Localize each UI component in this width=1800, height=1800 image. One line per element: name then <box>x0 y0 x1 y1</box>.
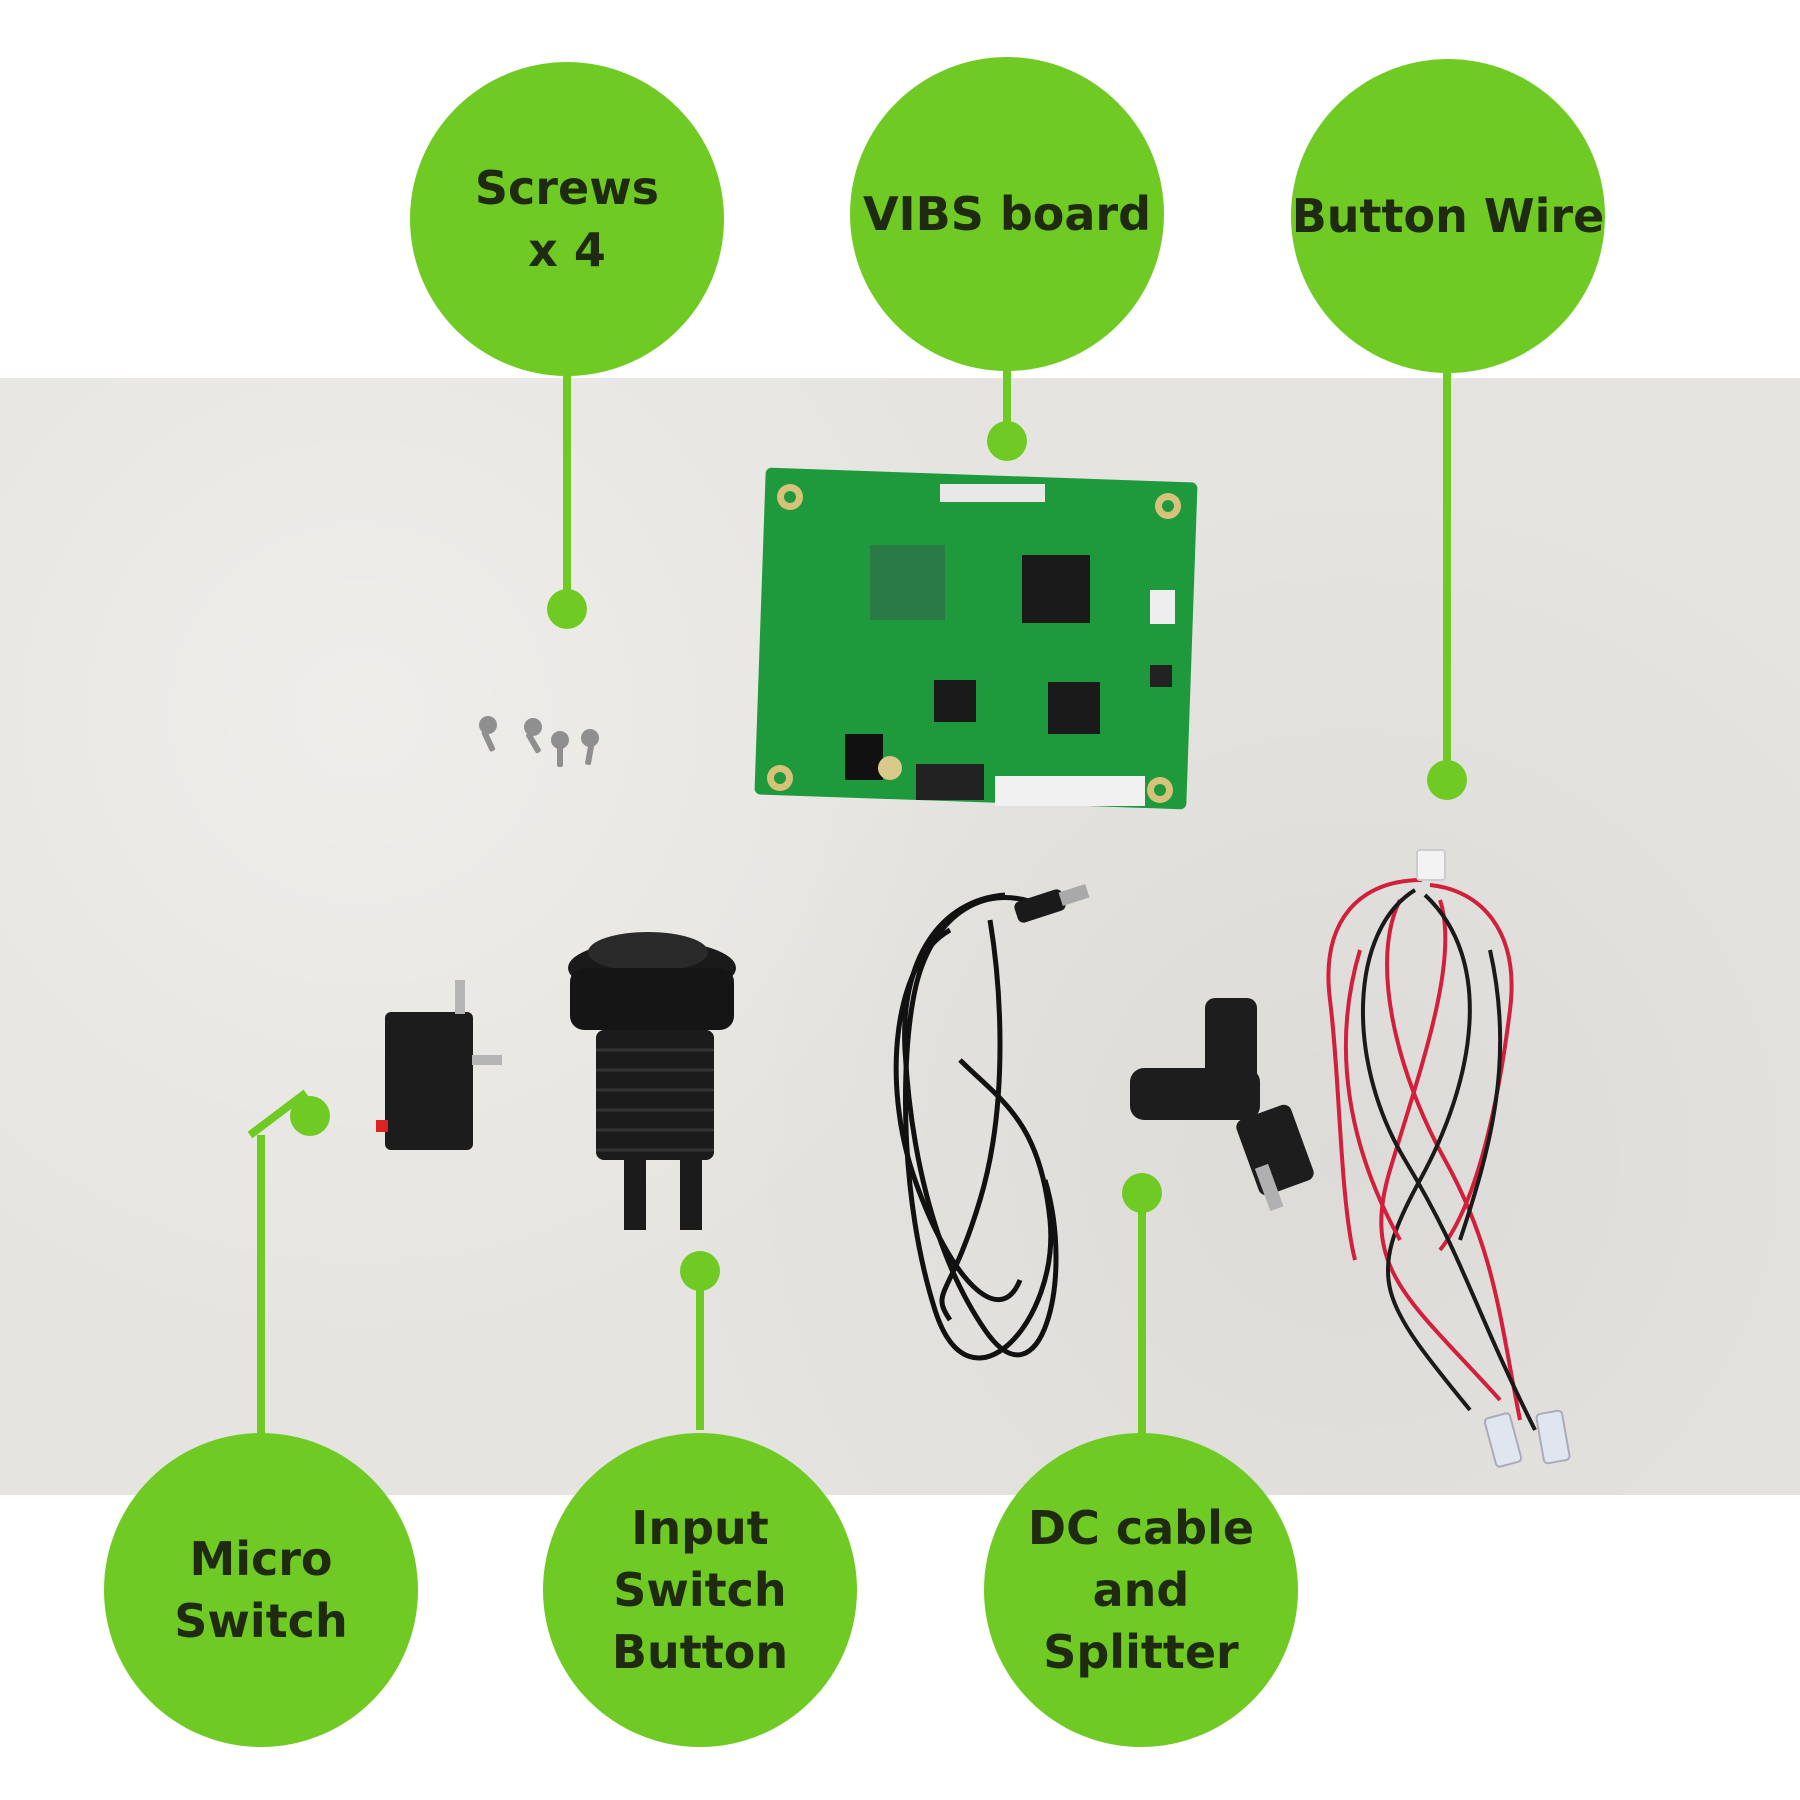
screws-callout: Screws x 4 <box>410 62 724 376</box>
micro-switch-label: Micro Switch <box>174 1531 348 1648</box>
screws-connector-dot <box>547 589 587 629</box>
vibs-board-connector-dot <box>987 421 1027 461</box>
input-switch-button-connector-line <box>696 1270 704 1430</box>
screws-image <box>479 716 599 767</box>
button-wire-callout: Button Wire <box>1291 59 1605 373</box>
screws-connector-line <box>563 340 571 610</box>
vibs-board-label: VIBS board <box>862 186 1152 241</box>
dc-cable-splitter-label: DC cable and Splitter <box>1027 1500 1255 1680</box>
input-switch-button-image <box>568 932 736 1230</box>
micro-switch-image <box>376 980 502 1150</box>
input-switch-button-connector-dot <box>680 1251 720 1291</box>
button-wire-image <box>1326 878 1537 1431</box>
input-switch-button-label: Input Switch Button <box>611 1500 789 1680</box>
micro-switch-connector-dot <box>290 1096 330 1136</box>
dc-cable-splitter-callout: DC cable and Splitter <box>984 1433 1298 1747</box>
vibs-board-callout: VIBS board <box>850 57 1164 371</box>
button-wire-connector-dot <box>1427 760 1467 800</box>
vibs-board-image <box>754 467 1198 810</box>
micro-switch-callout: Micro Switch <box>104 1433 418 1747</box>
dc-cable-splitter-connector-line <box>1138 1192 1146 1437</box>
button-wire-connector-line <box>1443 370 1451 780</box>
micro-switch-connector-line <box>257 1135 265 1435</box>
splitter-image <box>1130 998 1314 1212</box>
dc-cable-image <box>893 892 1059 1361</box>
screws-label: Screws x 4 <box>474 160 660 277</box>
input-switch-button-callout: Input Switch Button <box>543 1433 857 1747</box>
button-wire-label: Button Wire <box>1291 188 1605 243</box>
dc-cable-splitter-connector-dot <box>1122 1173 1162 1213</box>
vibs-board-connector-line <box>1003 368 1011 440</box>
